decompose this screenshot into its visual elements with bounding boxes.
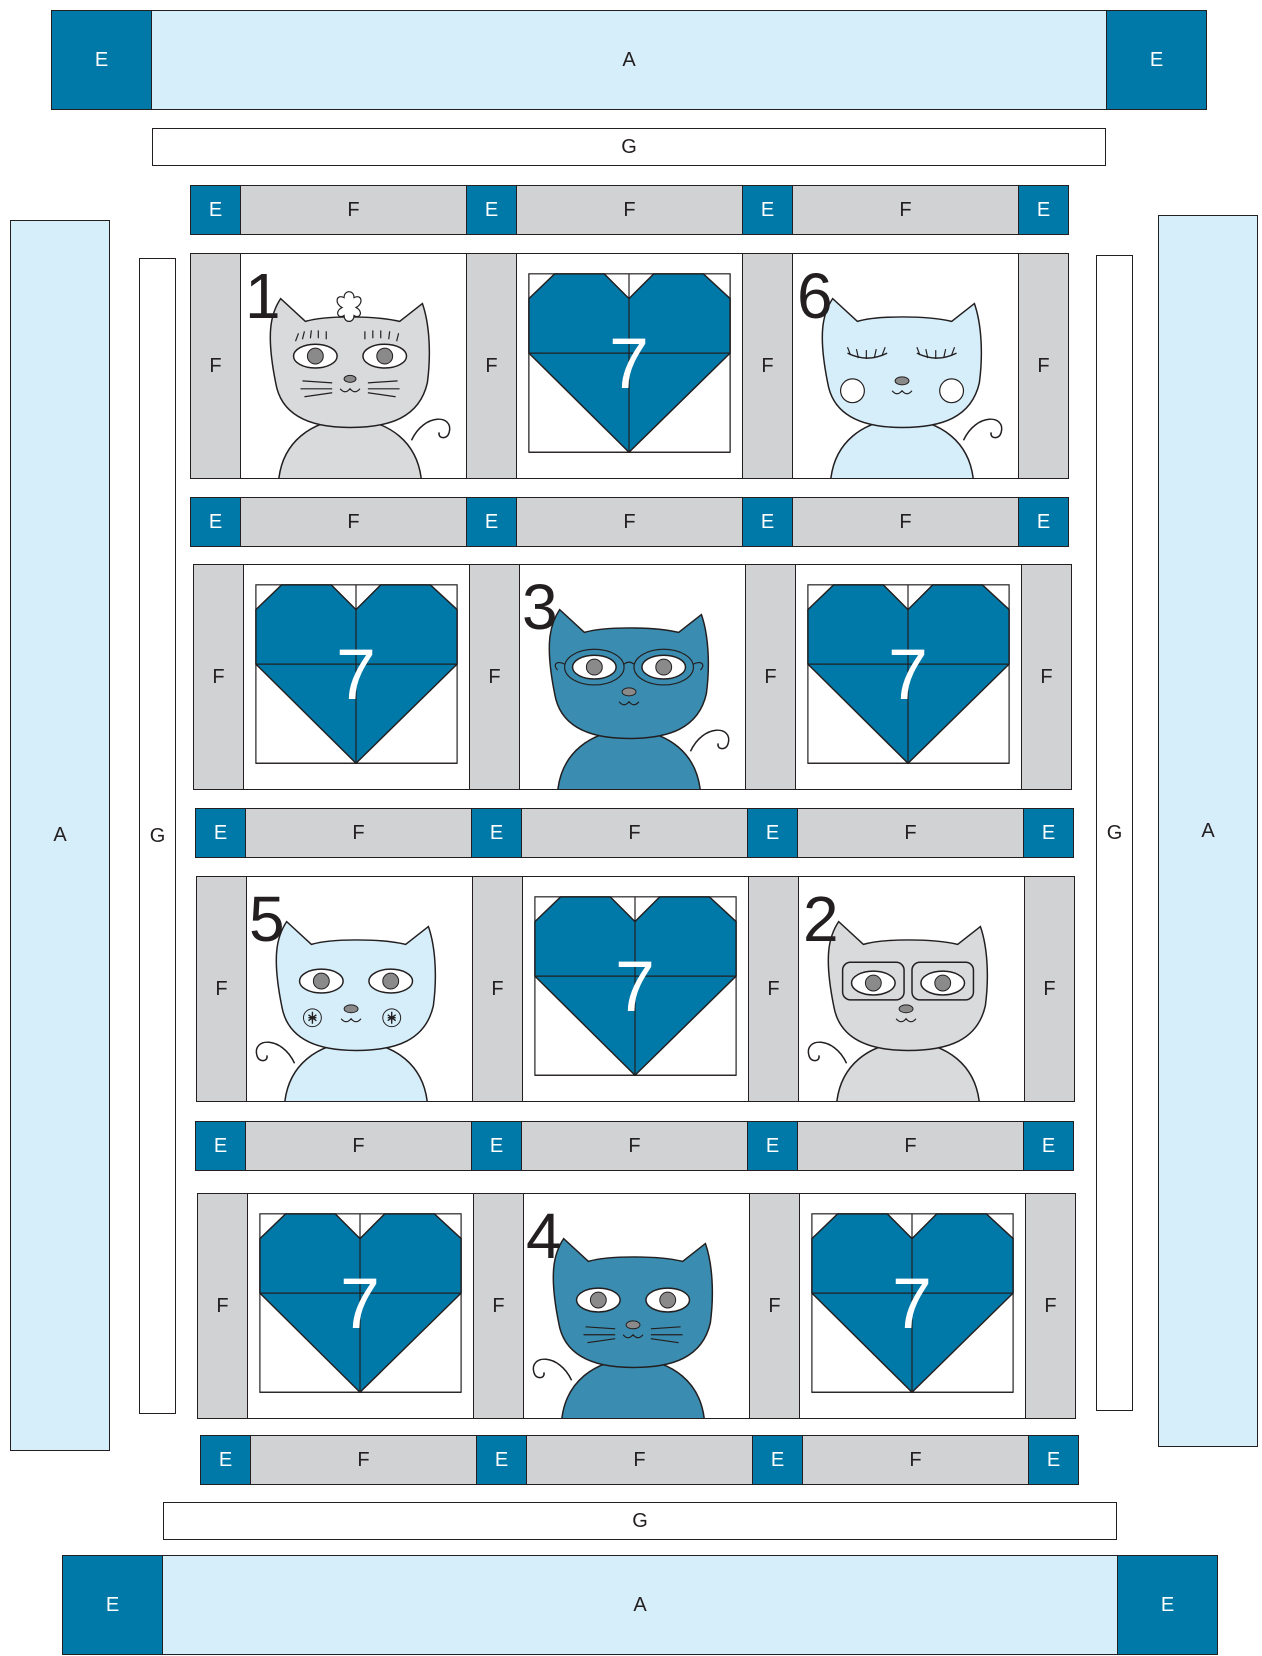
heart-block: 7 — [243, 564, 470, 790]
sashing-strip: F — [245, 808, 472, 858]
sashing-strip: F — [792, 497, 1019, 547]
sashing-cornerstone: E — [200, 1435, 251, 1485]
sashing-strip: F — [521, 808, 748, 858]
border-bottom-a: A — [162, 1555, 1118, 1655]
sashing-cornerstone: E — [195, 808, 246, 858]
cat-block-3: 3 — [519, 564, 746, 790]
block-side-strip: F — [1025, 1193, 1076, 1419]
border-top-corner-left: E — [51, 10, 152, 110]
sashing-strip: F — [797, 808, 1024, 858]
cat-block-4: 4 — [523, 1193, 750, 1419]
sashing-cornerstone: E — [471, 1121, 522, 1171]
sashing-cornerstone: E — [195, 1121, 246, 1171]
block-side-strip: F — [1018, 253, 1069, 479]
block-side-strip: F — [197, 1193, 248, 1419]
heart-block: 7 — [799, 1193, 1026, 1419]
sashing-strip: F — [516, 497, 743, 547]
block-side-strip: F — [1024, 876, 1075, 1102]
sashing-cornerstone: E — [1018, 497, 1069, 547]
sashing-strip: F — [797, 1121, 1024, 1171]
sashing-cornerstone: E — [742, 497, 793, 547]
heart-illustration: 7 — [796, 565, 1021, 789]
heart-block: 7 — [516, 253, 743, 479]
heart-illustration: 7 — [523, 877, 748, 1101]
sashing-cornerstone: E — [190, 185, 241, 235]
sashing-cornerstone: E — [466, 185, 517, 235]
heart-number: 7 — [615, 947, 655, 1027]
border-right-a: A — [1158, 215, 1258, 1447]
heart-illustration: 7 — [244, 565, 469, 789]
heart-number: 7 — [336, 635, 376, 715]
block-number: 2 — [803, 887, 839, 951]
heart-block: 7 — [522, 876, 749, 1102]
block-side-strip: F — [472, 876, 523, 1102]
cat-figure — [549, 610, 728, 789]
block-side-strip: F — [748, 876, 799, 1102]
block-number: 1 — [245, 264, 281, 328]
block-side-strip: F — [193, 564, 244, 790]
sashing-cornerstone: E — [476, 1435, 527, 1485]
border-bottom-g: G — [163, 1502, 1117, 1540]
sashing-cornerstone: E — [742, 185, 793, 235]
block-number: 5 — [249, 887, 285, 951]
block-side-strip: F — [473, 1193, 524, 1419]
heart-block: 7 — [795, 564, 1022, 790]
block-side-strip: F — [749, 1193, 800, 1419]
block-side-strip: F — [466, 253, 517, 479]
border-left-a: A — [10, 220, 110, 1451]
block-side-strip: F — [742, 253, 793, 479]
heart-illustration: 7 — [517, 254, 742, 478]
heart-block: 7 — [247, 1193, 474, 1419]
block-number: 4 — [526, 1204, 562, 1268]
sashing-cornerstone: E — [1023, 808, 1074, 858]
sashing-cornerstone: E — [190, 497, 241, 547]
cat-block-1: 1 — [240, 253, 467, 479]
sashing-strip: F — [245, 1121, 472, 1171]
heart-number: 7 — [892, 1264, 932, 1344]
heart-number: 7 — [888, 635, 928, 715]
sashing-cornerstone: E — [466, 497, 517, 547]
border-top-corner-right: E — [1106, 10, 1207, 110]
border-bottom-corner-right: E — [1117, 1555, 1218, 1655]
sashing-cornerstone: E — [1018, 185, 1069, 235]
cat-figure — [270, 299, 449, 478]
sashing-cornerstone: E — [1023, 1121, 1074, 1171]
sashing-cornerstone: E — [752, 1435, 803, 1485]
heart-number: 7 — [609, 324, 649, 404]
sashing-strip: F — [792, 185, 1019, 235]
sashing-cornerstone: E — [471, 808, 522, 858]
heart-illustration: 7 — [248, 1194, 473, 1418]
border-left-g: G — [139, 258, 176, 1414]
cat-block-5: 5 — [246, 876, 473, 1102]
sashing-strip: F — [521, 1121, 748, 1171]
border-bottom-corner-left: E — [62, 1555, 163, 1655]
block-side-strip: F — [469, 564, 520, 790]
sashing-cornerstone: E — [1028, 1435, 1079, 1485]
block-side-strip: F — [745, 564, 796, 790]
sashing-cornerstone: E — [747, 1121, 798, 1171]
sashing-strip: F — [250, 1435, 477, 1485]
block-number: 3 — [522, 575, 558, 639]
block-side-strip: F — [1021, 564, 1072, 790]
sashing-cornerstone: E — [747, 808, 798, 858]
heart-illustration: 7 — [800, 1194, 1025, 1418]
heart-number: 7 — [340, 1264, 380, 1344]
cat-block-6: 6 — [792, 253, 1019, 479]
block-number: 6 — [797, 264, 833, 328]
border-top-g: G — [152, 128, 1106, 166]
border-top-a: A — [151, 10, 1107, 110]
border-right-g: G — [1096, 255, 1133, 1411]
block-side-strip: F — [190, 253, 241, 479]
cat-block-2: 2 — [798, 876, 1025, 1102]
sashing-strip: F — [240, 185, 467, 235]
sashing-strip: F — [802, 1435, 1029, 1485]
block-side-strip: F — [196, 876, 247, 1102]
sashing-strip: F — [526, 1435, 753, 1485]
sashing-strip: F — [516, 185, 743, 235]
sashing-strip: F — [240, 497, 467, 547]
